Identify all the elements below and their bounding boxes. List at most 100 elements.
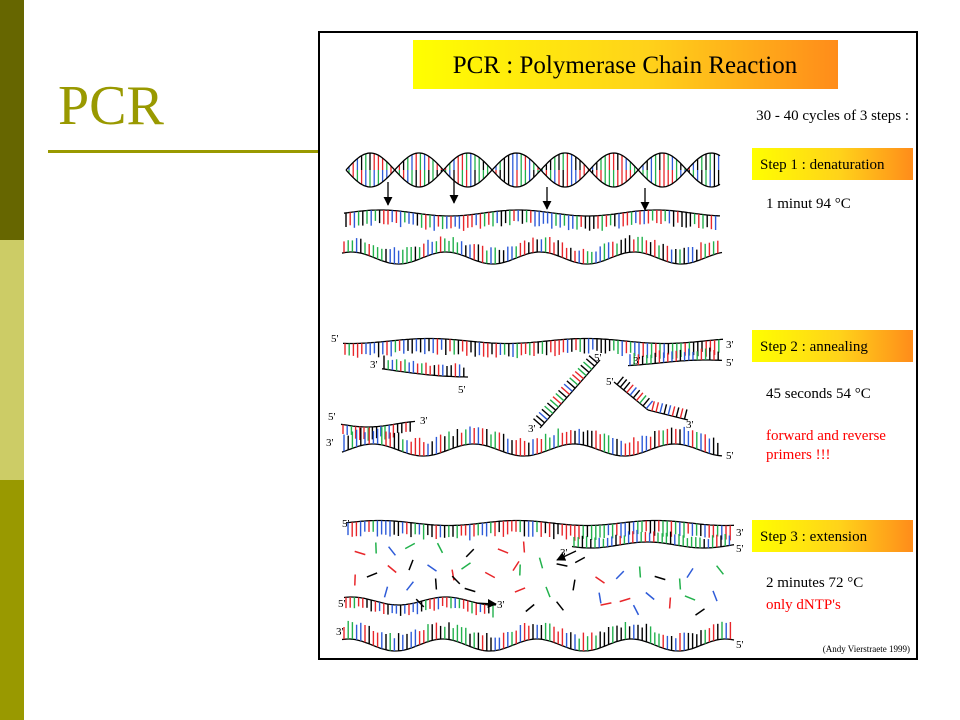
end-label: 3' (326, 437, 334, 449)
dntp (464, 587, 476, 593)
helix-backbone (345, 152, 721, 188)
dntp (684, 595, 696, 601)
step2-note-line2: primers !!! (766, 447, 831, 463)
step2-note-line1: forward and reverse (766, 428, 886, 444)
base-pair (574, 370, 584, 380)
dntp (595, 576, 605, 584)
dntp (615, 570, 625, 580)
free-nucleotides (354, 541, 724, 616)
end-label: 3' (736, 527, 744, 539)
base-pair (566, 380, 576, 389)
dntp (574, 556, 586, 564)
end-label: 3' (370, 359, 378, 371)
step1-condition: 1 minut 94 °C (766, 196, 851, 212)
dntp (366, 572, 378, 578)
end-label: 5' (338, 598, 346, 610)
dntp (465, 548, 475, 558)
step3-box (752, 520, 913, 552)
dntp (600, 602, 612, 606)
end-label: 5' (458, 384, 466, 396)
dna-strand (340, 420, 416, 441)
base-pair (659, 403, 664, 414)
base-pair (683, 409, 688, 420)
base-pair (541, 408, 551, 418)
step3-note: only dNTP's (766, 597, 841, 613)
strand-backbone (345, 519, 735, 527)
strand-backbone (343, 337, 724, 345)
dntp (522, 541, 526, 553)
step2-condition: 45 seconds 54 °C (766, 386, 871, 402)
base-pair (645, 400, 654, 410)
end-label: 5' (606, 376, 614, 388)
base-pair (629, 387, 637, 396)
cycles-text: 30 - 40 cycles of 3 steps : (756, 108, 909, 124)
base-pair (616, 376, 624, 385)
end-label: 3' (686, 419, 694, 431)
end-label: 3' (336, 626, 344, 638)
base-pair (639, 395, 647, 404)
end-label: 5' (736, 639, 744, 651)
dntp (712, 590, 718, 602)
dntp (525, 603, 535, 613)
primer-strand (533, 355, 601, 429)
dntp (514, 587, 526, 593)
dntp (619, 597, 631, 603)
dntp (572, 579, 576, 591)
dna-strand (345, 519, 735, 541)
base-pair (675, 407, 680, 418)
extension-arrow (556, 550, 577, 561)
base-pair (544, 405, 554, 414)
end-label: 3' (528, 423, 536, 435)
end-label: 3' (497, 599, 505, 611)
dna-strand (343, 337, 724, 360)
dntp (387, 564, 397, 574)
end-label: 3' (420, 415, 428, 427)
dna-strands (340, 152, 735, 652)
base-pair (679, 408, 684, 419)
slide-title: PCR (58, 75, 164, 137)
base-pair (549, 399, 559, 408)
dntp (451, 575, 461, 585)
base-pair (671, 406, 676, 417)
end-label: 3' (560, 547, 568, 559)
dntp (686, 567, 694, 579)
helix-backbone (345, 152, 721, 188)
base-pair (651, 401, 655, 412)
primer-strand (613, 376, 654, 411)
dntp (645, 591, 655, 601)
dntp (497, 548, 509, 554)
base-pair (560, 386, 571, 396)
base-pair (577, 367, 587, 377)
base-pair (571, 374, 582, 383)
dntp (427, 564, 437, 572)
dntp (461, 562, 471, 570)
base-pair (626, 384, 634, 394)
end-label: 3' (726, 339, 734, 351)
base-pair (533, 418, 543, 427)
end-label: 3' (633, 355, 641, 367)
end-label: 5' (594, 352, 602, 364)
base-pair (552, 396, 562, 405)
base-pair (569, 377, 579, 386)
step2-label: Step 2 : annealing (760, 339, 868, 355)
dntp (598, 592, 602, 604)
base-pair (546, 402, 557, 411)
base-pair (585, 358, 596, 367)
base-pair (555, 392, 565, 402)
credit: (Andy Vierstraete 1999) (823, 644, 910, 654)
figure-heading: PCR : Polymerase Chain Reaction (453, 52, 798, 79)
strand-backbone (343, 596, 497, 606)
base-pair (635, 392, 644, 402)
dna-strand (343, 596, 497, 618)
step1-box (752, 148, 913, 180)
dna-strand (341, 620, 735, 652)
base-pair (583, 361, 593, 370)
primer-strand (647, 401, 689, 421)
dntp (556, 563, 568, 567)
base-pair (538, 411, 548, 421)
base-pair (663, 404, 668, 415)
accent-bar-top (0, 0, 24, 240)
title-underline (48, 150, 320, 153)
base-pair (655, 402, 660, 413)
base-pair (632, 389, 641, 399)
